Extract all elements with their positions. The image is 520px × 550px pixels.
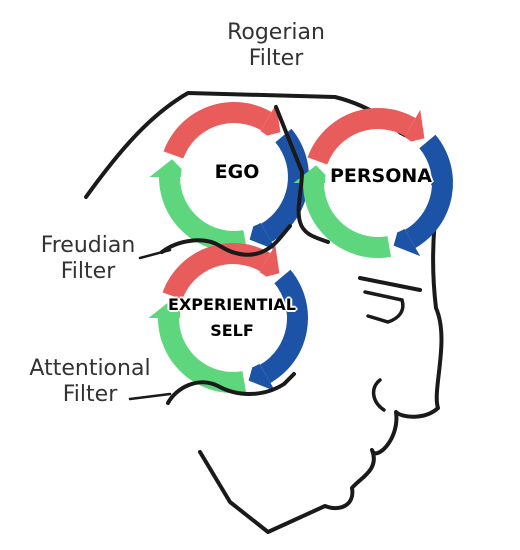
eye-icon bbox=[363, 290, 405, 324]
freudian-filter-label: Freudian Filter bbox=[40, 233, 136, 284]
experiential-self-cycle-label: EXPERIENTIAL SELF bbox=[168, 295, 296, 340]
attentional-filter-label: Attentional Filter bbox=[29, 356, 151, 407]
blue-segment bbox=[405, 134, 453, 248]
red-segment bbox=[162, 243, 271, 300]
experiential-self-cycle bbox=[148, 243, 309, 393]
green-arrow-icon bbox=[148, 300, 189, 318]
green-segment bbox=[303, 183, 392, 258]
cycle-center bbox=[180, 265, 286, 371]
persona-cycle-label: PERSONA bbox=[330, 165, 432, 187]
green-segment bbox=[159, 177, 248, 252]
cycle-center bbox=[325, 130, 431, 236]
cycle-center bbox=[181, 124, 287, 230]
green-segment bbox=[158, 318, 247, 393]
red-arrow-icon bbox=[256, 103, 281, 139]
freudian-filter-pointer bbox=[138, 248, 172, 260]
red-arrow-icon bbox=[255, 244, 280, 280]
rogerian-filter-line bbox=[274, 105, 330, 244]
attentional-filter-pointer bbox=[128, 392, 172, 401]
nostril-icon bbox=[371, 378, 386, 412]
blue-segment bbox=[260, 269, 309, 383]
ego-cycle-label: EGO bbox=[214, 161, 260, 183]
green-arrow-icon bbox=[149, 159, 190, 177]
eyebrow-icon bbox=[358, 276, 422, 292]
rogerian-filter-label: Rogerian Filter bbox=[227, 20, 325, 71]
head-outline bbox=[84, 91, 444, 534]
persona-cycle bbox=[293, 107, 453, 258]
ego-cycle bbox=[149, 101, 309, 252]
red-segment bbox=[163, 101, 272, 159]
attentional-filter-line bbox=[166, 372, 296, 405]
red-segment bbox=[307, 107, 416, 165]
red-arrow-icon bbox=[400, 109, 425, 145]
freudian-filter-line bbox=[160, 224, 292, 257]
